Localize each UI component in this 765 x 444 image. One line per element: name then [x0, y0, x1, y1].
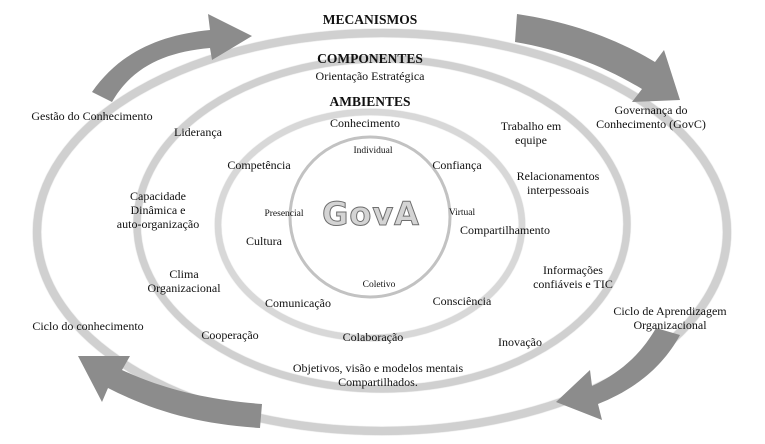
label-capacidade: Capacidade Dinâmica e auto-organização — [116, 189, 200, 231]
arrow-top-right-icon — [515, 14, 680, 102]
label-comunicacao: Comunicação — [265, 296, 331, 310]
label-informacoes: Informações confiáveis e TIC — [533, 263, 613, 291]
arrow-bottom-right-icon — [556, 328, 680, 420]
label-confianca: Confiança — [432, 158, 482, 172]
gova-center-label: GovA — [322, 195, 420, 234]
arrow-top-left-icon — [92, 14, 252, 102]
label-compartilhamento: Compartilhamento — [460, 223, 550, 237]
orientacao-label: Orientação Estratégica — [315, 69, 425, 83]
ambientes-ring — [215, 109, 525, 341]
label-objetivos: Objetivos, visão e modelos mentais Compa… — [292, 361, 464, 389]
label-lideranca: Liderança — [174, 125, 222, 139]
label-relacionamentos: Relacionamentos interpessoais — [516, 169, 600, 197]
label-clima: Clima Organizacional — [147, 267, 221, 295]
ambiente-coletivo: Coletivo — [362, 280, 396, 290]
componentes-title: COMPONENTES — [317, 51, 423, 66]
label-competencia: Competência — [227, 158, 291, 172]
mecanismos-title: MECANISMOS — [322, 12, 418, 27]
label-governanca: Governança do Conhecimento (GovC) — [596, 103, 706, 131]
label-inovacao: Inovação — [498, 335, 542, 349]
ambiente-virtual: Virtual — [448, 208, 476, 218]
ambiente-individual: Individual — [353, 146, 393, 156]
label-cultura: Cultura — [246, 234, 282, 248]
label-conhecimento: Conhecimento — [330, 116, 400, 130]
label-ciclo-aprendizagem: Ciclo de Aprendizagem Organizacional — [613, 304, 727, 332]
outer-ring — [33, 29, 731, 435]
label-gestao-conhecimento: Gestão do Conhecimento — [31, 109, 153, 123]
components-ring — [133, 55, 631, 393]
label-trabalho: Trabalho em equipe — [500, 119, 562, 147]
label-colaboracao: Colaboração — [342, 330, 404, 344]
label-ciclo-conhecimento: Ciclo do conhecimento — [32, 319, 144, 333]
label-consciencia: Consciência — [432, 294, 492, 308]
ambiente-presencial: Presencial — [264, 209, 304, 219]
center-circle — [288, 135, 452, 299]
ambientes-title: AMBIENTES — [329, 94, 411, 109]
arrow-bottom-left-icon — [78, 356, 262, 428]
label-cooperacao: Cooperação — [201, 328, 259, 342]
